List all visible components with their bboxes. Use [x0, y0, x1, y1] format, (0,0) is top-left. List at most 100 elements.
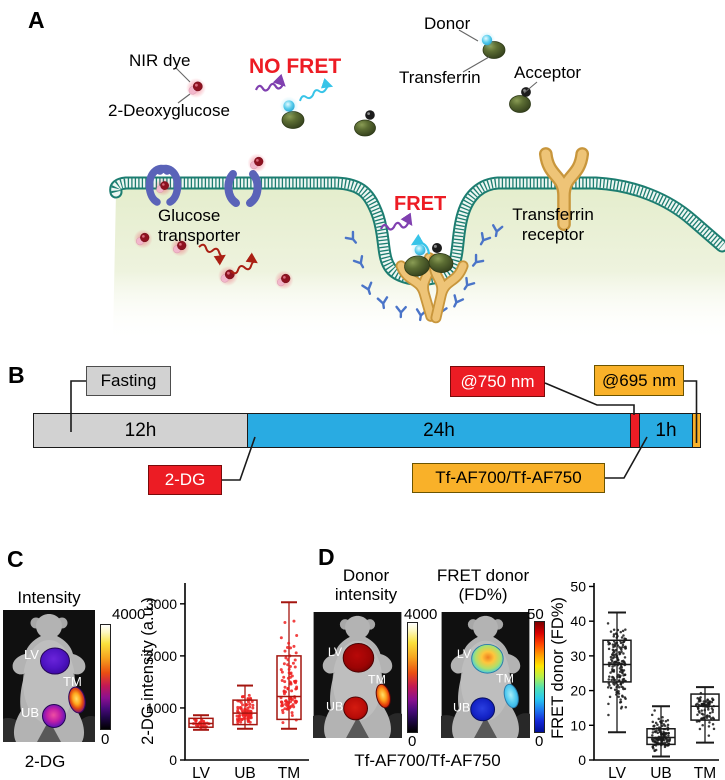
data-point: [710, 700, 714, 704]
fret-donor-title-line2: (FD%): [458, 585, 508, 604]
data-point: [699, 698, 702, 702]
tm-signal-blob: [68, 686, 86, 714]
data-point: [710, 707, 714, 710]
y-tick-label: 50: [570, 578, 586, 594]
nir-dye-label: NIR dye: [129, 51, 190, 70]
lv-organ-label: LV: [24, 647, 39, 662]
deoxyglucose-label: 2-Deoxyglucose: [108, 101, 230, 120]
data-point: [612, 635, 616, 638]
data-point: [295, 685, 299, 689]
2dg-label: 2-DG: [164, 470, 206, 489]
data-point: [702, 716, 705, 720]
y-tick-label: 20: [570, 683, 586, 699]
data-point: [705, 716, 709, 719]
data-point: [697, 710, 701, 713]
data-point: [607, 702, 610, 706]
data-point: [700, 717, 703, 720]
glucose-transporter-label-1: Glucose: [158, 206, 220, 225]
glucose-transporter-label-2: transporter: [158, 226, 241, 245]
data-point: [279, 668, 283, 672]
data-point: [667, 734, 670, 738]
data-point: [707, 706, 710, 709]
data-point: [288, 680, 292, 684]
data-point: [667, 731, 670, 735]
data-point: [657, 717, 660, 721]
data-point: [651, 720, 655, 724]
data-point: [286, 663, 290, 667]
data-point: [624, 706, 628, 709]
data-point: [668, 739, 671, 742]
data-point: [663, 724, 667, 727]
data-point: [620, 665, 623, 669]
data-point: [290, 689, 294, 693]
data-point: [619, 707, 623, 710]
y-axis-title: FRET donor (FD%): [549, 597, 567, 739]
data-point: [607, 682, 611, 685]
data-point: [611, 643, 615, 646]
data-point: [607, 678, 611, 681]
box: [602, 639, 632, 683]
donor-label: Donor: [424, 14, 471, 33]
data-point: [706, 698, 709, 701]
data-point: [608, 684, 611, 687]
data-point: [291, 661, 295, 665]
at750nm-box: @750 nm: [450, 366, 545, 397]
data-point: [617, 686, 621, 689]
no-fret-donor-molecule: [254, 73, 334, 129]
data-point: [242, 716, 246, 720]
data-point: [248, 702, 252, 706]
data-point: [281, 721, 285, 725]
data-point: [284, 702, 288, 706]
box-LV: LV: [602, 611, 632, 780]
fret-colorbar-min-label: 0: [535, 733, 544, 750]
lv-signal-blob: [40, 647, 70, 675]
donor-colorbar: [407, 622, 418, 733]
box-UB: UB: [232, 684, 258, 780]
fret-transfer-arrow: [410, 233, 431, 255]
data-point: [621, 694, 624, 698]
lv-organ-label: LV: [328, 645, 343, 659]
mouse-image-fret: LV TM UB: [441, 612, 530, 738]
x-category-label: UB: [650, 765, 672, 780]
y-tick-label: 0: [578, 752, 586, 768]
transferrin-acceptor-molecule: [354, 110, 376, 137]
y-tick-label: 10: [570, 717, 586, 733]
data-point: [610, 658, 613, 661]
data-point: [654, 721, 658, 725]
data-point: [654, 730, 657, 734]
data-point: [248, 720, 252, 724]
y-tick-label: 1000: [146, 700, 177, 716]
box: [690, 693, 720, 721]
fret-colorbar-max-label: 50: [527, 606, 544, 623]
segment-24h-label: 24h: [423, 419, 455, 441]
data-point: [246, 706, 250, 710]
data-point: [622, 640, 626, 644]
axes: [184, 583, 309, 761]
data-point: [711, 716, 715, 719]
data-point: [246, 709, 250, 713]
donor-intensity-title-line2: intensity: [334, 585, 398, 604]
y-axis-title: 2-DG intensity (a.u.): [139, 597, 157, 745]
data-point: [617, 695, 620, 699]
data-point: [608, 695, 612, 699]
data-point: [617, 692, 621, 695]
data-point: [289, 646, 293, 650]
x-category-label: LV: [608, 765, 626, 780]
data-point: [624, 628, 627, 631]
transferrin-label: Transferrin: [399, 68, 481, 87]
data-point: [708, 721, 711, 724]
data-point: [290, 674, 294, 678]
data-point: [712, 727, 716, 731]
data-point: [701, 713, 705, 716]
fret-donor-title: FRET donor (FD%): [430, 566, 536, 604]
data-point: [612, 628, 616, 632]
box: [232, 699, 258, 726]
data-point: [709, 717, 713, 720]
segment-1h-label: 1h: [655, 419, 677, 441]
probe-excitation-emission-arrows: [198, 243, 258, 275]
data-point: [282, 662, 286, 666]
data-point: [609, 686, 613, 690]
data-point: [707, 702, 711, 706]
data-point: [615, 641, 619, 645]
